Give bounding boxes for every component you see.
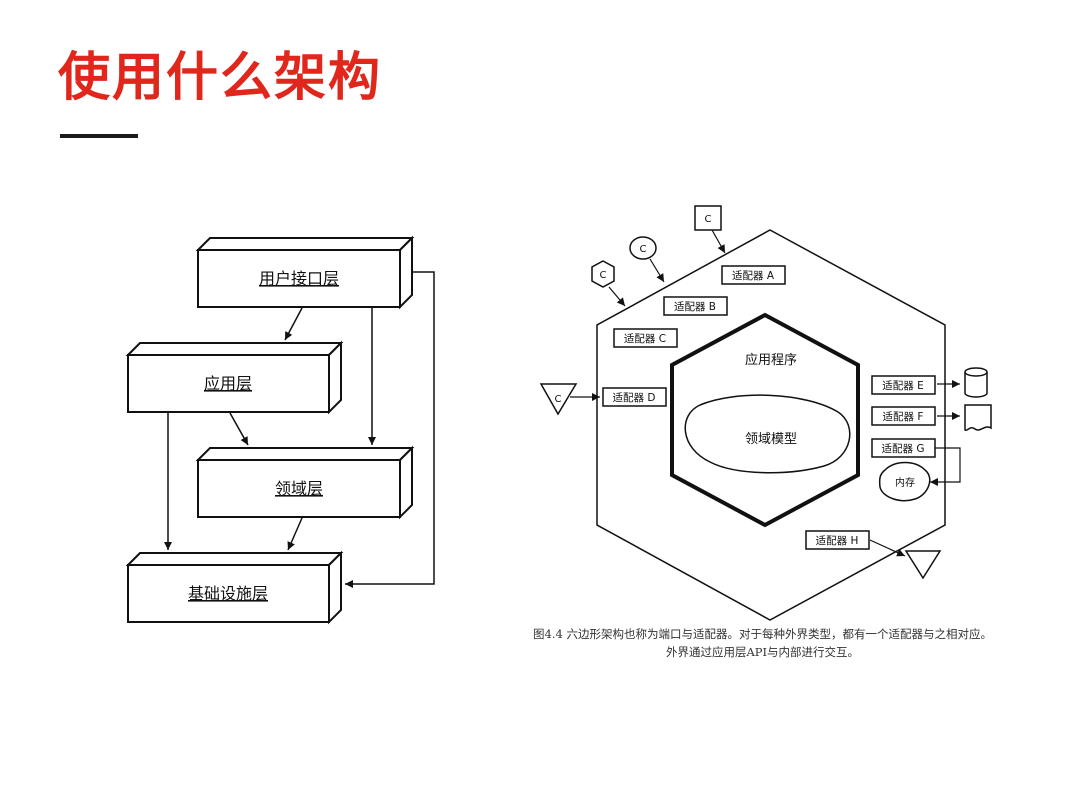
arrow-ui-to-application [284, 307, 303, 341]
layer-label-application: 应用层 [204, 374, 252, 393]
outer-hexagon [596, 229, 946, 621]
svg-text:内存: 内存 [895, 476, 915, 489]
layer-box-ui: 用户接口层 [195, 235, 415, 310]
svg-text:适配器 H: 适配器 H [816, 535, 859, 547]
svg-text:C: C [555, 394, 562, 405]
svg-text:适配器 B: 适配器 B [674, 301, 716, 313]
memory-store: 内存 [878, 447, 961, 502]
svg-text:C: C [640, 244, 647, 255]
arrow-domain-to-infrastructure [287, 517, 303, 551]
adapter-h: 适配器 H [805, 530, 870, 550]
title-underline [60, 134, 138, 138]
caption-line-1: 图4.4 六边形架构也称为端口与适配器。对于每种外界类型，都有一个适配器与之相对… [533, 627, 992, 641]
slide-title: 使用什么架构 [58, 48, 383, 108]
figure-caption: 图4.4 六边形架构也称为端口与适配器。对于每种外界类型，都有一个适配器与之相对… [490, 625, 1035, 661]
adapter-a: 适配器 A [721, 265, 786, 285]
layer-label-domain: 领域层 [275, 479, 323, 498]
arrow-ui-to-infrastructure [345, 271, 435, 588]
svg-text:C: C [705, 214, 712, 225]
adapter-b: 适配器 B [663, 296, 728, 316]
inner-hexagon [670, 312, 860, 528]
svg-text:适配器 D: 适配器 D [613, 392, 656, 404]
adapter-g: 适配器 G [871, 438, 936, 458]
svg-text:C: C [600, 270, 607, 281]
document-icon [937, 404, 992, 432]
svg-text:适配器 C: 适配器 C [624, 333, 666, 345]
database-icon [937, 367, 988, 398]
layer-label-infrastructure: 基础设施层 [188, 584, 268, 603]
client-triangle: C [539, 383, 600, 416]
caption-line-2: 外界通过应用层API与内部进行交互。 [665, 645, 860, 659]
adapter-e: 适配器 E [871, 375, 936, 395]
client-oval: C [629, 236, 665, 283]
svg-text:适配器 F: 适配器 F [883, 411, 924, 423]
output-triangle [869, 539, 942, 580]
layer-box-infrastructure: 基础设施层 [125, 550, 344, 625]
adapter-c: 适配器 C [613, 328, 678, 348]
adapter-f: 适配器 F [871, 406, 936, 426]
hexagonal-architecture-diagram: 应用程序 领域模型 适配器 A 适配器 B 适配器 C 适配器 D [539, 205, 992, 621]
layer-label-ui: 用户接口层 [259, 269, 339, 288]
layer-box-application: 应用层 [125, 340, 344, 415]
domain-model-label: 领域模型 [745, 432, 797, 447]
client-square: C [694, 205, 726, 254]
layer-box-domain: 领域层 [195, 445, 415, 520]
client-hexagon: C [591, 260, 626, 307]
svg-text:适配器 G: 适配器 G [882, 443, 925, 455]
adapter-d: 适配器 D [602, 387, 667, 407]
svg-text:适配器 E: 适配器 E [882, 380, 923, 392]
application-label: 应用程序 [745, 352, 797, 368]
layered-architecture-diagram: 用户接口层 应用层 领域层 基础设施层 [125, 235, 435, 625]
arrow-application-to-domain [229, 412, 249, 446]
domain-model-blob [684, 394, 851, 474]
svg-text:适配器 A: 适配器 A [732, 270, 775, 282]
